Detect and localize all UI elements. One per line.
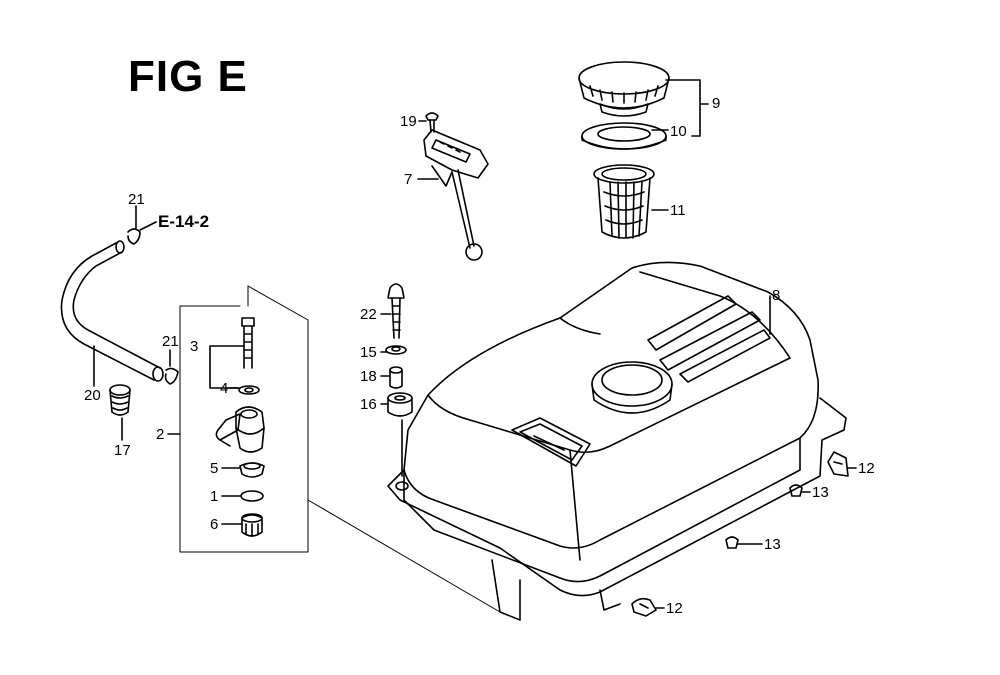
callout-21-top: 21	[128, 191, 145, 208]
bolt-lower	[725, 536, 739, 549]
cock-bolt	[241, 317, 255, 369]
leader-ref	[139, 221, 157, 231]
reference-label: E-14-2	[158, 212, 210, 231]
mount-washer	[385, 345, 407, 355]
callout-22: 22	[360, 306, 377, 323]
mount-bolt	[387, 283, 405, 339]
callout-15: 15	[360, 344, 377, 361]
callout-21-bottom: 21	[162, 333, 179, 350]
fuel-tube	[60, 240, 164, 382]
cap-gasket	[581, 122, 667, 150]
callout-20: 20	[84, 387, 101, 404]
cock-washer	[238, 385, 260, 395]
callout-1: 1	[210, 488, 219, 505]
callout-8: 8	[772, 287, 781, 304]
fuel-strainer	[593, 164, 655, 239]
callout-11: 11	[670, 202, 686, 219]
callout-17: 17	[114, 442, 131, 459]
callout-7: 7	[404, 171, 413, 188]
callout-6: 6	[210, 516, 219, 533]
tube-clip-top	[127, 228, 141, 245]
callout-10: 10	[670, 123, 687, 140]
cock-oring	[240, 490, 264, 502]
fuel-cap	[578, 61, 670, 117]
callout-9: 9	[712, 95, 721, 112]
leader-3	[209, 345, 245, 389]
callout-2: 2	[156, 426, 165, 443]
cock-cup	[241, 513, 263, 537]
fuel-cock-box	[179, 285, 501, 613]
callout-5: 5	[210, 460, 219, 477]
gauge-screw	[425, 112, 439, 133]
callout-3: 3	[190, 338, 199, 355]
callout-13-upper: 13	[812, 484, 829, 501]
mount-collar	[389, 366, 403, 389]
tube-clip-bottom	[164, 367, 179, 385]
cock-seal	[239, 462, 265, 478]
figure-title: FIG E	[128, 52, 248, 101]
clip-right	[827, 451, 849, 477]
callout-18: 18	[360, 368, 377, 385]
leader-9	[665, 79, 709, 137]
filter-screen	[109, 384, 131, 416]
callout-16: 16	[360, 396, 377, 413]
callout-4: 4	[220, 380, 229, 397]
fuel-gauge	[423, 129, 489, 261]
callout-12-bottom: 12	[666, 600, 683, 617]
fuel-tank	[387, 261, 847, 621]
callout-12-right: 12	[858, 460, 875, 477]
mount-rubber	[387, 392, 413, 417]
callout-19: 19	[400, 113, 417, 130]
callout-13-lower: 13	[764, 536, 781, 553]
fuel-cock-body	[215, 406, 265, 453]
clip-bottom	[631, 597, 657, 617]
bolt-upper	[789, 484, 803, 497]
